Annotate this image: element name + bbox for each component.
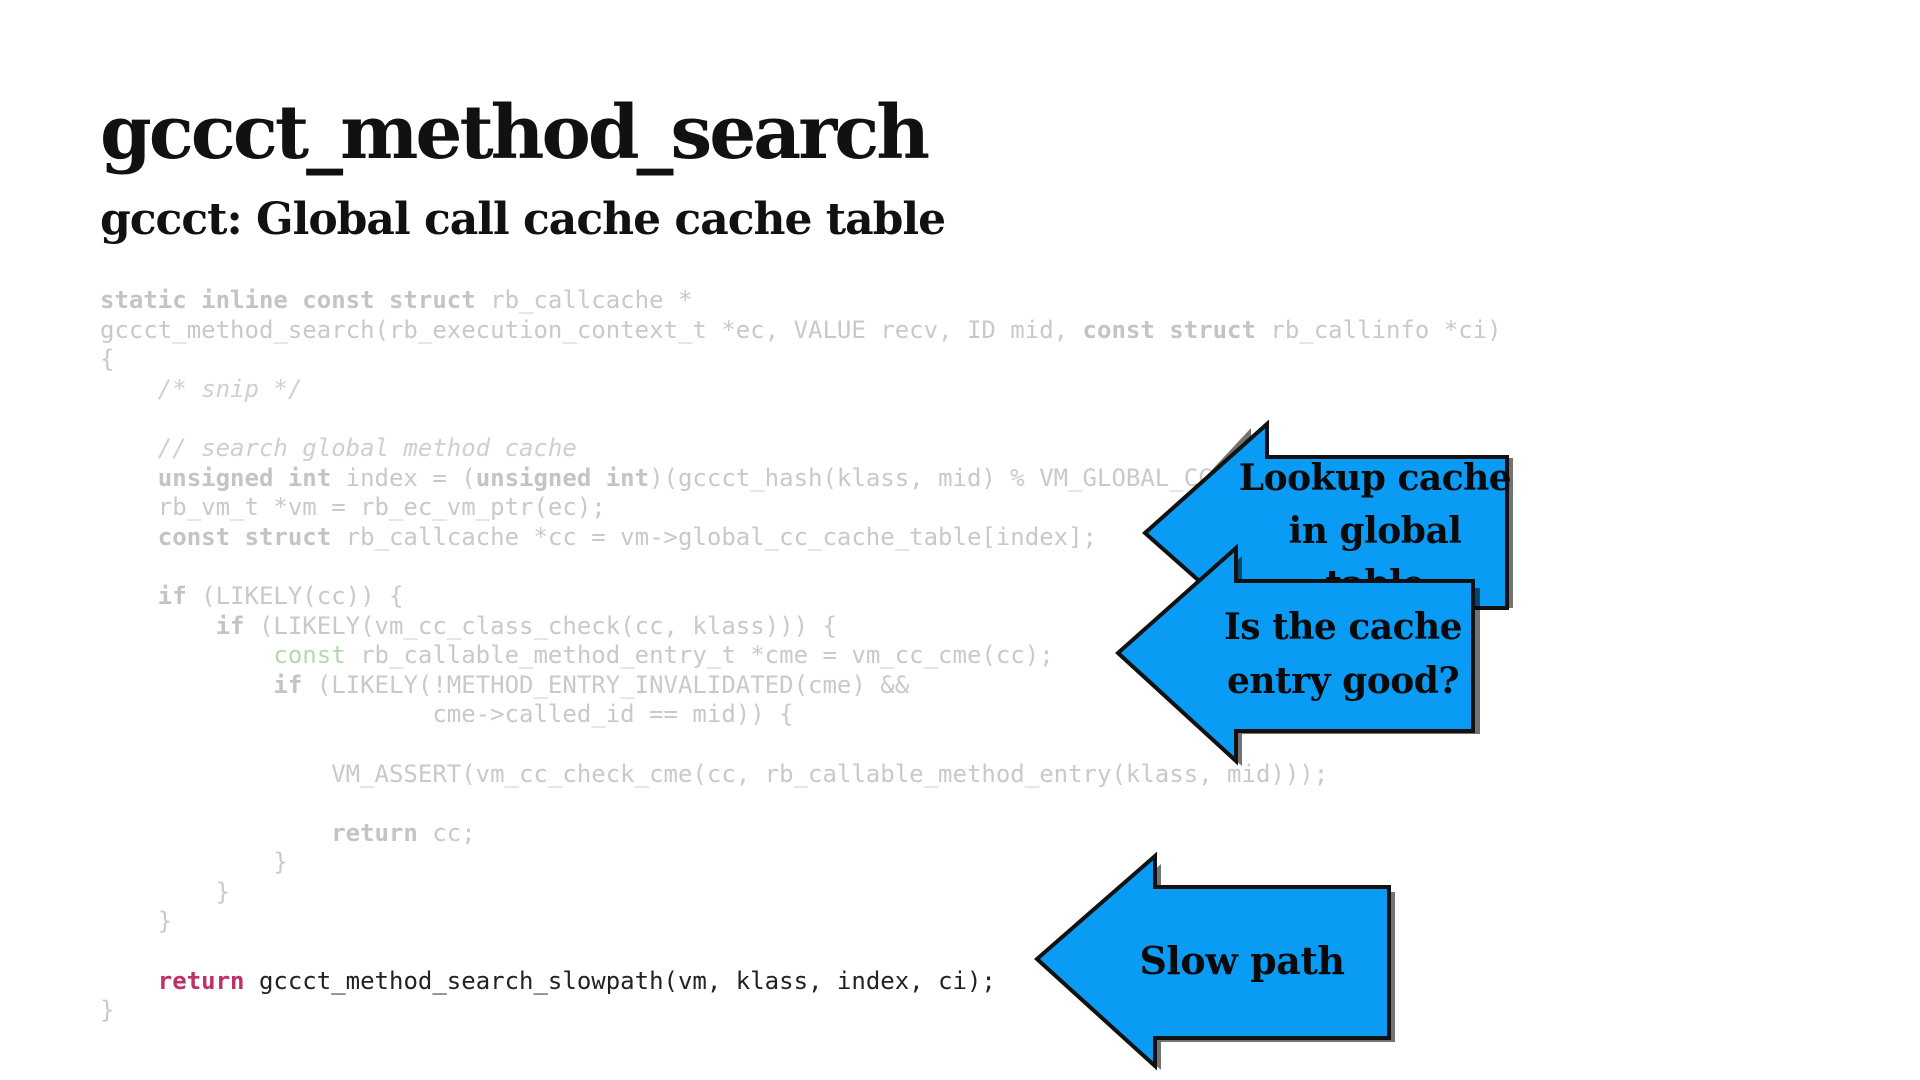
code-text <box>100 464 158 492</box>
cache-entry-good-callout: Is the cache entry good? <box>1115 543 1488 766</box>
code-text: cc; <box>417 818 476 847</box>
code-line: static inline const struct rb_callcache … <box>100 286 1502 316</box>
code-text: gccct_method_search_slowpath(vm, klass, … <box>244 966 996 995</box>
code-line: cme->called_id == mid)) { <box>100 700 1502 730</box>
code-text <box>100 612 216 640</box>
callout-line-1: Is the cache <box>1223 606 1463 648</box>
code-text <box>100 434 158 462</box>
code-text: rb_callcache * <box>475 286 693 314</box>
code-comment: // search global method cache <box>157 433 577 462</box>
code-line: // search global method cache <box>100 434 1502 464</box>
callout-label: Is the cache entry good? <box>1208 594 1478 714</box>
code-line: } <box>100 878 1502 908</box>
callout-line-2: entry good? <box>1226 660 1460 702</box>
code-text: rb_callinfo *ci) <box>1255 315 1502 344</box>
code-block: static inline const struct rb_callcache … <box>100 286 1502 1026</box>
code-text: cme->called_id == mid)) { <box>100 700 794 729</box>
code-text <box>100 375 158 403</box>
callout-label: Slow path <box>1097 896 1387 1026</box>
code-keyword: unsigned int <box>157 463 332 492</box>
left-arrow-shape <box>1115 543 1480 766</box>
code-keyword: if <box>215 611 245 640</box>
code-keyword: const struct <box>1082 315 1256 344</box>
code-line: if (LIKELY(vm_cc_class_check(cc, klass))… <box>100 612 1502 642</box>
code-keyword: return <box>331 818 418 847</box>
code-text <box>100 641 273 669</box>
slide-subtitle: gccct: Global call cache cache table <box>100 194 946 245</box>
code-text: (LIKELY(!METHOD_ENTRY_INVALIDATED(cme) &… <box>302 670 910 699</box>
code-text: } <box>100 907 173 936</box>
code-keyword: static inline const struct <box>100 286 476 314</box>
code-line: const rb_callable_method_entry_t *cme = … <box>100 641 1502 671</box>
code-text: rb_vm_t *vm = rb_ec_vm_ptr(ec); <box>100 493 606 522</box>
code-text <box>100 671 273 699</box>
callout-label: Lookup cache in global table <box>1235 457 1515 605</box>
code-line: } <box>100 848 1502 878</box>
code-text: gccct_method_search(rb_execution_context… <box>100 315 1083 344</box>
code-line: } <box>100 996 1502 1026</box>
slide-title: gccct_method_search <box>100 90 930 176</box>
code-text <box>100 582 158 610</box>
code-text: (LIKELY(cc)) { <box>186 581 404 610</box>
code-text: (LIKELY(vm_cc_class_check(cc, klass))) { <box>244 611 837 640</box>
code-text: } <box>100 877 231 906</box>
code-text: } <box>100 848 288 877</box>
code-line: VM_ASSERT(vm_cc_check_cme(cc, rb_callabl… <box>100 760 1502 790</box>
code-line: /* snip */ <box>100 375 1502 405</box>
code-line: return gccct_method_search_slowpath(vm, … <box>100 967 1502 997</box>
code-keyword: const struct <box>157 522 332 551</box>
code-text <box>100 967 158 995</box>
callout-line-1: Slow path <box>1139 938 1345 983</box>
code-line: { <box>100 345 1502 375</box>
code-comment: /* snip */ <box>157 374 303 403</box>
code-keyword: const <box>273 641 346 670</box>
code-text <box>100 819 331 847</box>
code-line: if (LIKELY(!METHOD_ENTRY_INVALIDATED(cme… <box>100 671 1502 701</box>
code-keyword: if <box>273 670 303 699</box>
code-line <box>100 789 1502 819</box>
code-keyword: if <box>157 581 187 610</box>
code-keyword: return <box>157 966 245 995</box>
code-text: index = ( <box>331 463 476 492</box>
code-text <box>100 523 158 551</box>
code-line: rb_vm_t *vm = rb_ec_vm_ptr(ec); <box>100 493 1502 523</box>
callout-line-1: Lookup cache <box>1238 456 1512 499</box>
code-text: rb_callable_method_entry_t *cme = vm_cc_… <box>345 641 1054 670</box>
code-keyword: unsigned int <box>475 463 650 492</box>
code-text: } <box>100 996 115 1025</box>
code-line: gccct_method_search(rb_execution_context… <box>100 316 1502 346</box>
left-arrow-shape <box>1033 851 1395 1071</box>
code-text: { <box>100 345 115 374</box>
code-line: } <box>100 907 1502 937</box>
code-line: return cc; <box>100 819 1502 849</box>
code-line: if (LIKELY(cc)) { <box>100 582 1502 612</box>
code-line: const struct rb_callcache *cc = vm->glob… <box>100 523 1502 553</box>
slow-path-callout: Slow path <box>1033 851 1407 1076</box>
code-text: VM_ASSERT(vm_cc_check_cme(cc, rb_callabl… <box>100 759 1329 788</box>
code-text: rb_callcache *cc = vm->global_cc_cache_t… <box>331 522 1097 551</box>
